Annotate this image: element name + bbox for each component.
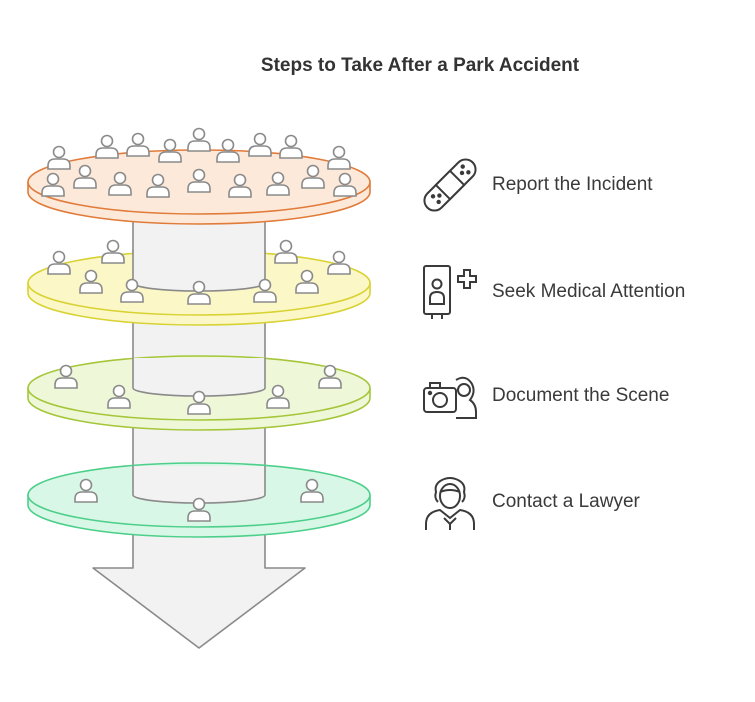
disc-contact-lawyer [27, 462, 371, 538]
step-label-document-scene: Document the Scene [492, 385, 670, 406]
person-icon [95, 134, 119, 159]
person-icon [327, 145, 351, 170]
person-icon [274, 239, 298, 264]
medical-badge-icon [423, 265, 477, 319]
diagram-title: Steps to Take After a Park Accident [260, 55, 580, 76]
step-label-report-incident: Report the Incident [492, 174, 653, 195]
person-icon [101, 239, 125, 264]
lawyer-icon [425, 477, 475, 530]
bandage-icon [423, 158, 477, 212]
disc-report-incident [27, 127, 371, 225]
step-label-contact-lawyer: Contact a Lawyer [492, 491, 640, 512]
person-icon [187, 127, 211, 152]
person-icon [279, 134, 303, 159]
person-icon [126, 132, 150, 157]
person-icon [47, 145, 71, 170]
disc-document-scene [27, 355, 371, 431]
person-icon [248, 132, 272, 157]
step-label-seek-medical: Seek Medical Attention [492, 281, 686, 302]
camera-person-icon [423, 376, 477, 419]
disc-seek-medical [27, 239, 371, 326]
